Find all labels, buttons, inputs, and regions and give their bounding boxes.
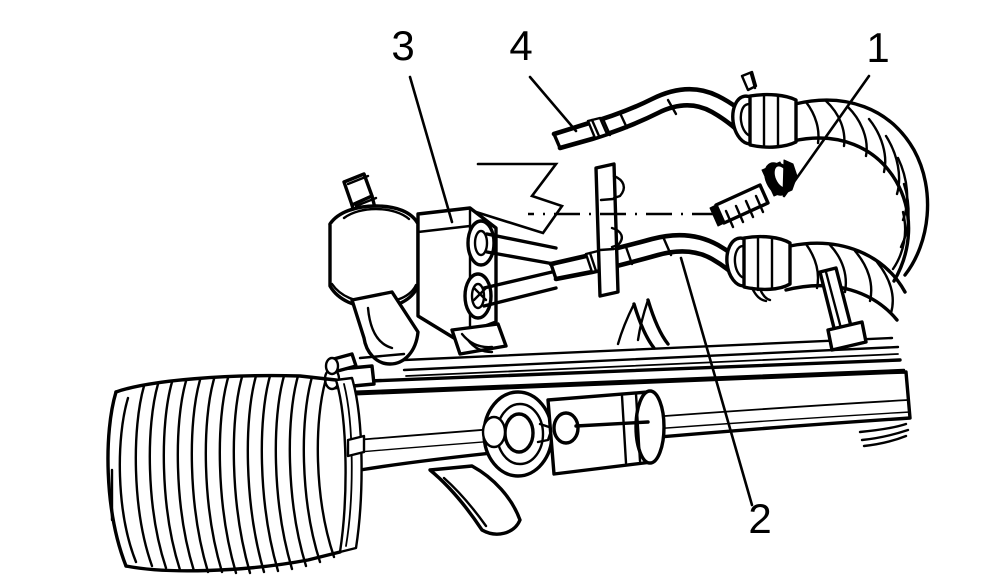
- leader-line-4: [528, 75, 578, 133]
- tie-rod-link: [324, 352, 406, 376]
- flexible-corrugated-hose: [784, 98, 930, 322]
- leader-line-2: [679, 256, 754, 507]
- callout-label-2: 2: [748, 495, 771, 542]
- callout-label-4: 4: [509, 22, 532, 69]
- callout-label-1: 1: [866, 24, 889, 71]
- callout-label-3: 3: [391, 22, 414, 69]
- mounting-bolt: [709, 159, 798, 229]
- break-line: [474, 162, 565, 235]
- hose-retaining-bracket: [594, 162, 626, 298]
- leader-line-1: [782, 74, 871, 198]
- steering-gear-valve-housing: [328, 172, 558, 366]
- leader-line-3: [408, 75, 454, 224]
- callout-leaders: [408, 74, 871, 507]
- support-legs: [616, 266, 868, 352]
- upper-pressure-hose: [551, 70, 798, 151]
- rack-bellows-boot-left: [106, 373, 366, 575]
